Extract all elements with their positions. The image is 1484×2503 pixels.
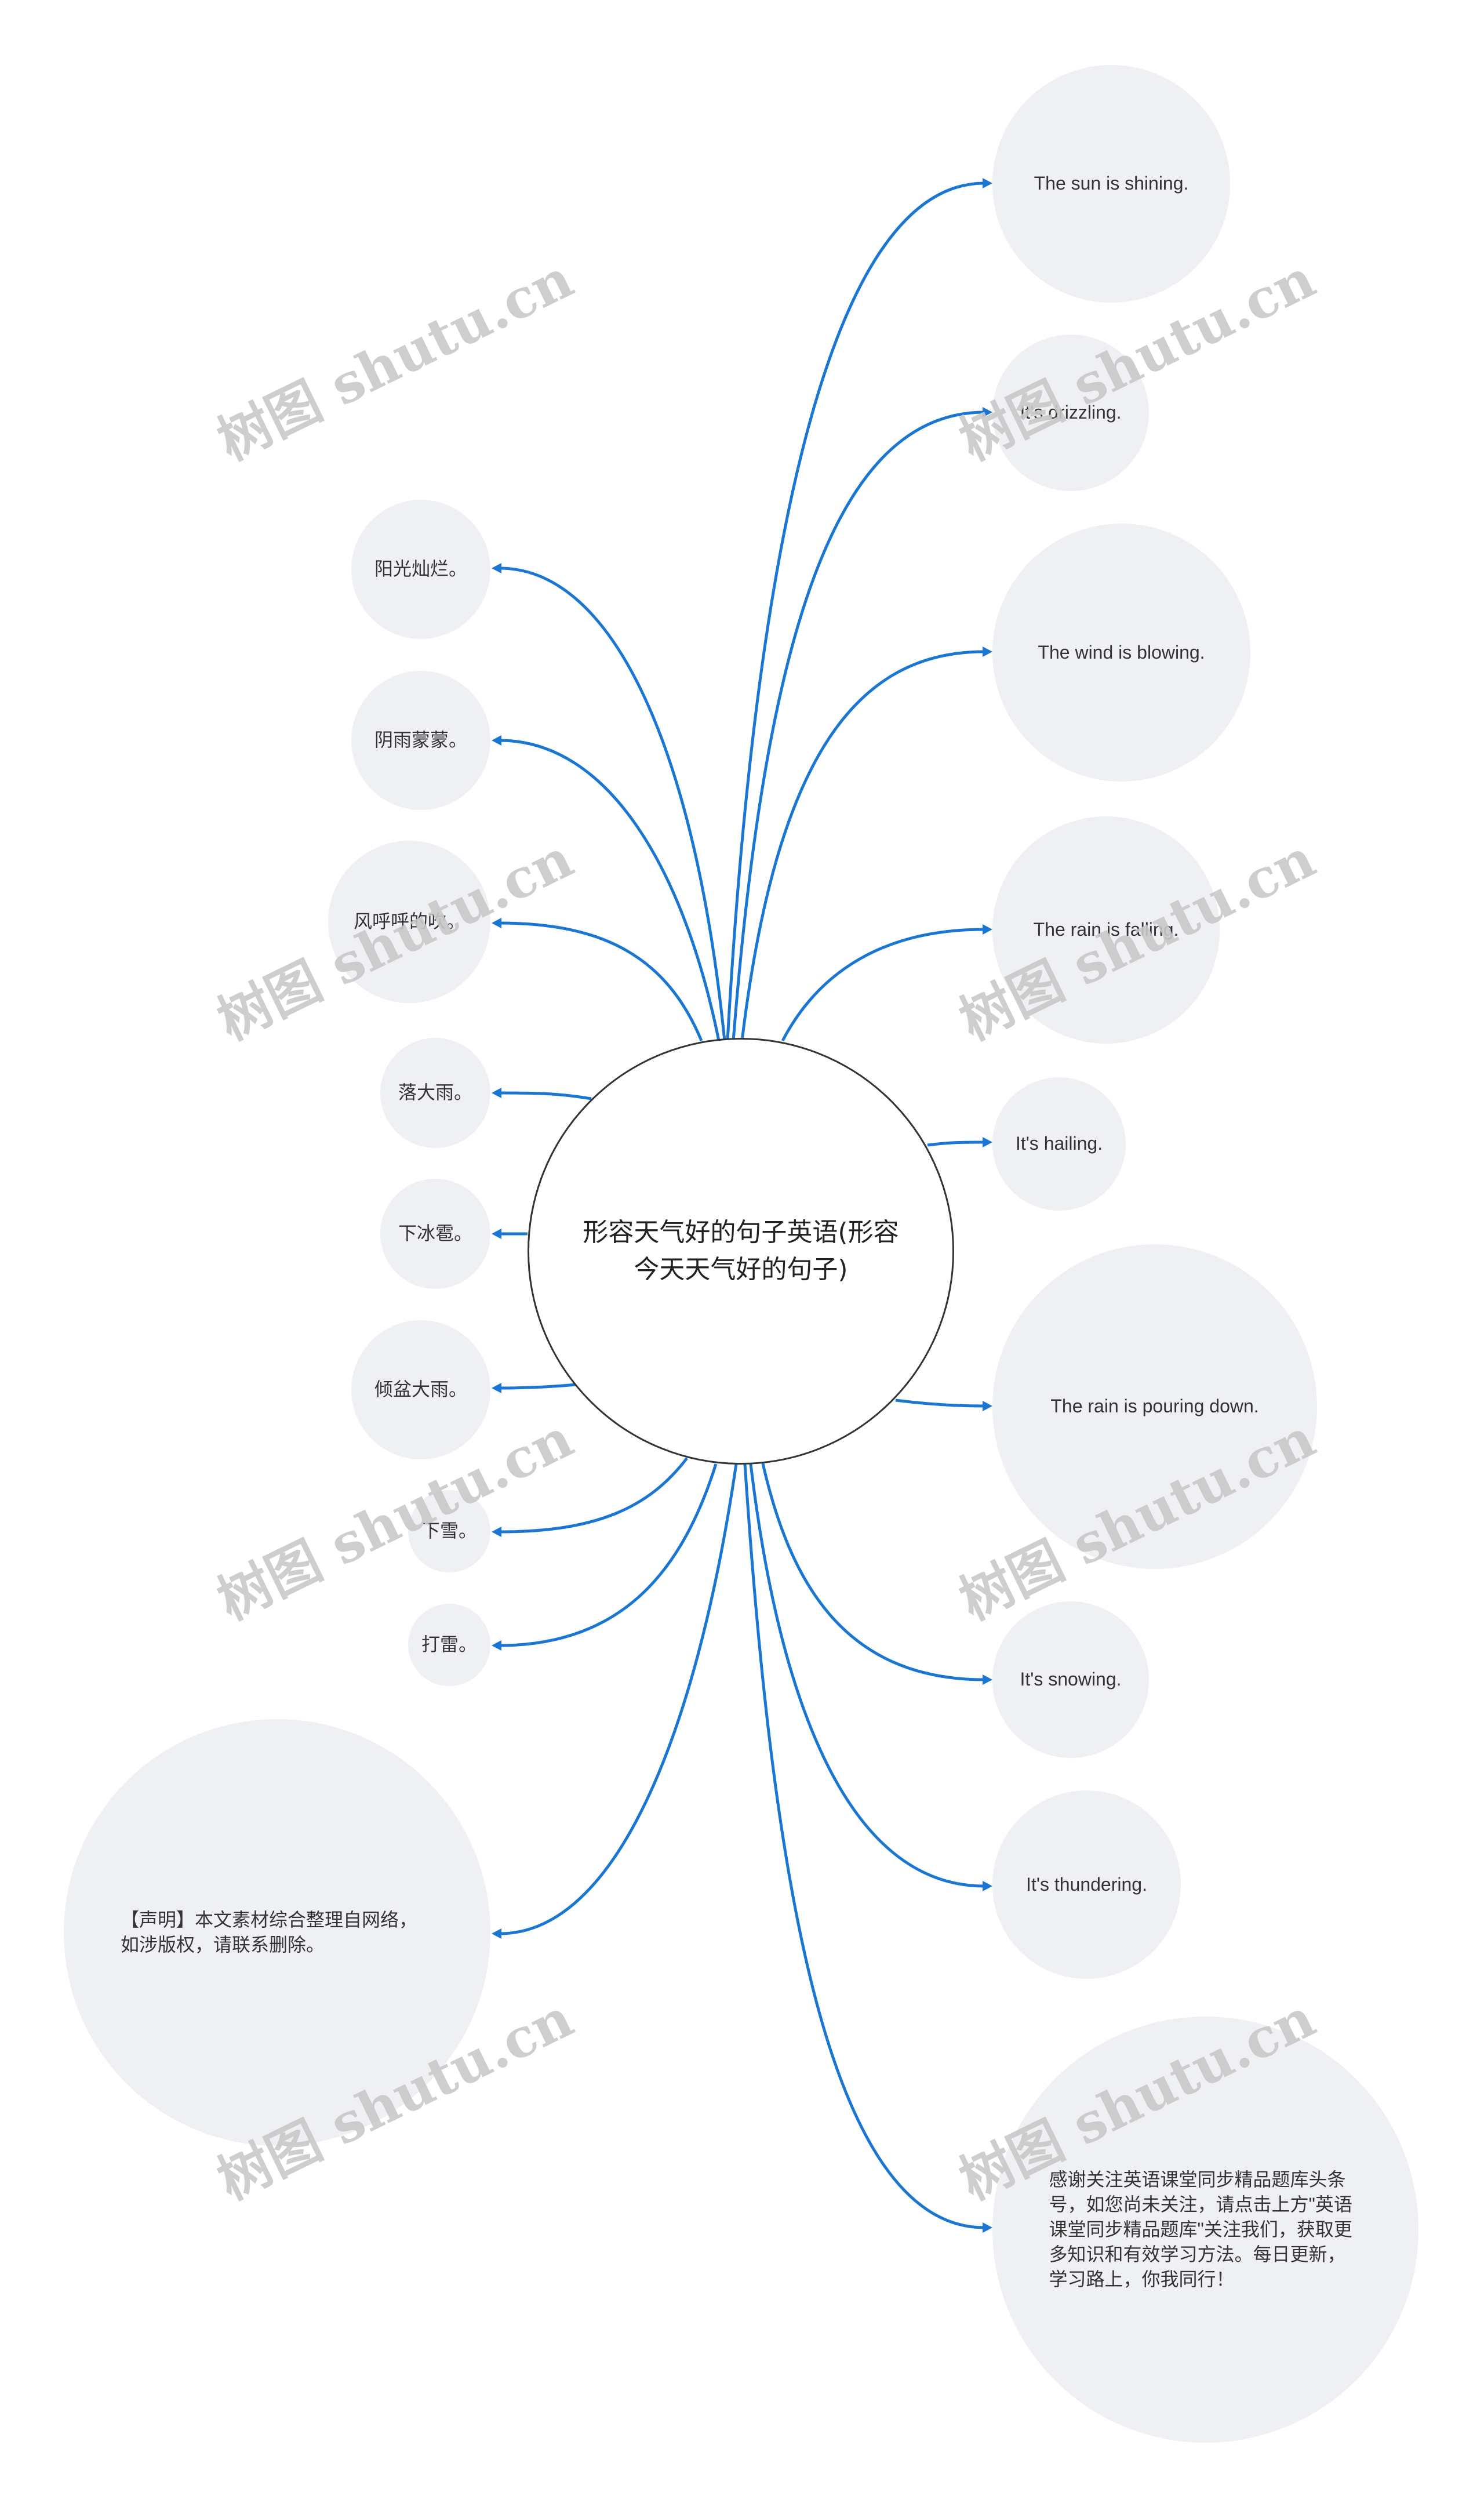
connector-left-9 — [499, 1463, 738, 1935]
connector-left-8 — [499, 1463, 718, 1647]
arrow-left-2 — [492, 735, 501, 746]
node-right-4-label: The rain is falling. — [1033, 919, 1179, 940]
connector-left-7 — [499, 1457, 688, 1534]
node-left-7[interactable]: 下雪。 — [408, 1490, 490, 1572]
connector-right-7 — [761, 1461, 985, 1681]
node-right-6-label: The rain is pouring down. — [1050, 1396, 1259, 1417]
arrow-left-7 — [492, 1527, 501, 1537]
node-left-2[interactable]: 阴雨蒙蒙。 — [351, 671, 490, 810]
node-left-2-label: 阴雨蒙蒙。 — [374, 729, 467, 751]
arrow-left-9 — [492, 1928, 501, 1939]
node-right-5[interactable]: It's hailing. — [992, 1077, 1126, 1211]
node-left-9[interactable]: 【声明】本文素材综合整理自网络，如涉版权，请联系删除。 — [64, 1719, 490, 2146]
node-right-1-label: The sun is shining. — [1034, 173, 1189, 194]
node-right-9[interactable]: 感谢关注英语课堂同步精品题库头条号，如您尚未关注，请点击上方"英语课堂同步精品题… — [992, 2017, 1418, 2443]
node-left-9-label: 【声明】本文素材综合整理自网络，如涉版权，请联系删除。 — [121, 1909, 418, 1955]
arrow-right-9 — [983, 2222, 992, 2233]
node-right-2[interactable]: It's drizzling. — [992, 335, 1149, 491]
connector-right-8 — [749, 1463, 985, 1888]
node-left-4[interactable]: 落大雨。 — [380, 1038, 490, 1148]
connector-right-5 — [927, 1140, 985, 1147]
connector-left-1 — [499, 566, 726, 1041]
central-topic-title: 形容天气好的句子英语(形容今天天气好的句子) — [583, 1218, 899, 1284]
arrow-left-6 — [492, 1383, 501, 1393]
connector-right-1 — [726, 181, 985, 1041]
node-right-2-label: It's drizzling. — [1020, 402, 1122, 423]
node-right-3[interactable]: The wind is blowing. — [992, 524, 1250, 782]
arrow-right-1 — [983, 178, 992, 188]
node-right-5-label: It's hailing. — [1015, 1133, 1103, 1154]
node-right-6[interactable]: The rain is pouring down. — [992, 1244, 1317, 1569]
connector-right-9 — [743, 1463, 985, 2229]
node-left-3[interactable]: 风呼呼的吹。 — [328, 841, 490, 1003]
connector-right-2 — [732, 410, 985, 1041]
node-right-9-label: 感谢关注英语课堂同步精品题库头条号，如您尚未关注，请点击上方"英语课堂同步精品题… — [1049, 2168, 1352, 2290]
arrow-right-8 — [983, 1881, 992, 1891]
node-left-5[interactable]: 下冰雹。 — [380, 1179, 490, 1289]
arrow-left-3 — [492, 918, 501, 928]
node-left-1[interactable]: 阳光灿烂。 — [351, 500, 490, 639]
connector-left-3 — [499, 921, 703, 1041]
node-right-8[interactable]: It's thundering. — [992, 1790, 1181, 1979]
node-right-7[interactable]: It's snowing. — [992, 1601, 1149, 1758]
node-right-4[interactable]: The rain is falling. — [992, 816, 1220, 1044]
node-left-7-label: 下雪。 — [421, 1520, 477, 1542]
node-left-6[interactable]: 倾盆大雨。 — [351, 1320, 490, 1459]
arrow-right-4 — [983, 924, 992, 935]
arrow-right-2 — [983, 407, 992, 417]
central-topic[interactable]: 形容天气好的句子英语(形容今天天气好的句子) — [528, 1038, 954, 1465]
connector-right-6 — [895, 1398, 985, 1408]
node-left-1-label: 阳光灿烂。 — [374, 558, 467, 580]
connector-left-4 — [499, 1091, 592, 1100]
arrow-left-4 — [492, 1088, 501, 1098]
arrow-left-1 — [492, 563, 501, 573]
arrow-right-5 — [983, 1137, 992, 1147]
node-left-8[interactable]: 打雷。 — [408, 1604, 490, 1686]
arrow-right-3 — [983, 646, 992, 657]
connector-left-2 — [499, 739, 721, 1041]
node-left-8-label: 打雷。 — [421, 1634, 477, 1655]
node-left-5-label: 下冰雹。 — [398, 1223, 472, 1244]
node-left-4-label: 落大雨。 — [398, 1082, 472, 1103]
arrow-left-5 — [492, 1229, 501, 1239]
connector-left-6 — [499, 1383, 577, 1390]
node-left-6-label: 倾盆大雨。 — [374, 1379, 467, 1400]
node-right-3-label: The wind is blowing. — [1038, 641, 1205, 663]
node-left-3-label: 风呼呼的吹。 — [353, 911, 465, 932]
arrow-right-7 — [983, 1674, 992, 1685]
arrow-right-6 — [983, 1401, 992, 1411]
node-right-1[interactable]: The sun is shining. — [992, 65, 1230, 303]
arrow-left-8 — [492, 1640, 501, 1651]
node-right-8-label: It's thundering. — [1026, 1873, 1147, 1895]
node-right-7-label: It's snowing. — [1020, 1669, 1122, 1690]
connector-right-4 — [781, 928, 985, 1042]
connector-right-3 — [740, 650, 985, 1041]
